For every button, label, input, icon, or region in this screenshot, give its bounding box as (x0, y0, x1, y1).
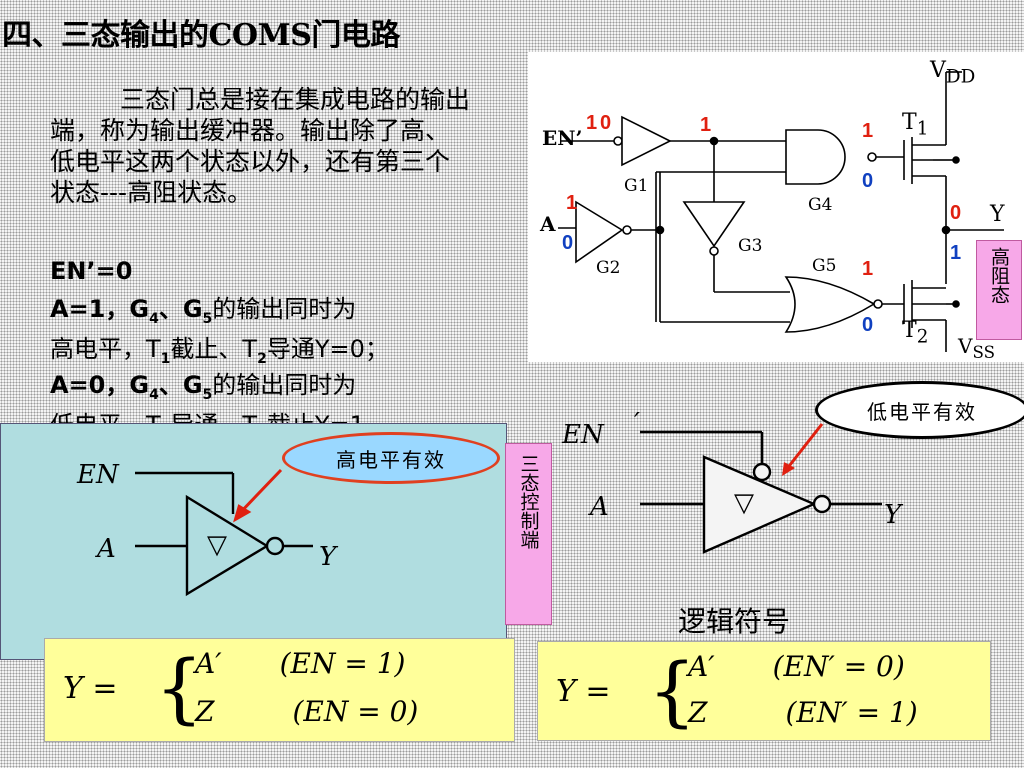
eq-right-row2-cond: (EN′ = 1) (785, 696, 918, 729)
eq-right-row1-val: A′ (688, 650, 715, 683)
active-low-tristate-symbol (640, 423, 882, 554)
case2-sub-1: 4 (149, 386, 159, 403)
bit-a-blue: 0 (562, 232, 574, 254)
bit-en-red: 1 (586, 112, 598, 134)
label-g4: G4 (808, 195, 833, 215)
high-impedance-callout: 高阻态 (976, 240, 1022, 340)
case1-text-2: 、G (158, 295, 203, 323)
eq-right-row2: Z (EN′ = 1) (688, 696, 918, 729)
label-vss-sub: SS (972, 343, 995, 362)
label-t1-sub: 1 (916, 118, 929, 140)
case1-text-1: A=1，G (50, 295, 150, 323)
right-en-label: EN (562, 420, 604, 450)
eq-right-row1-cond: (EN′ = 0) (772, 650, 905, 683)
eq-left-row1: A′ (EN = 1) (195, 647, 405, 680)
label-vss-text: V (958, 334, 973, 358)
en-condition: EN’=0 (50, 257, 133, 285)
equation-active-low: Y = { A′ (EN′ = 0) Z (EN′ = 1) (537, 641, 991, 741)
bit-g4-red: 1 (862, 120, 874, 142)
eq-right-row1: A′ (EN′ = 0) (688, 650, 905, 683)
bit-y-blue: 1 (950, 242, 962, 264)
case1-sub-2: 5 (202, 310, 213, 327)
label-t2: T2 (902, 318, 928, 347)
left-buffer-triangle-icon: ▽ (207, 530, 227, 560)
right-y-label: Y (884, 500, 902, 530)
label-vdd-text: V (930, 58, 946, 83)
label-t1-text: T (902, 110, 917, 135)
tristate-control-callout: 三态控制端 (505, 443, 552, 625)
bit-g4-blue: 0 (862, 170, 874, 192)
label-t2-text: T (902, 318, 917, 343)
case2-text-1: A=0，G (50, 371, 150, 399)
active-high-callout: 高电平有效 (282, 432, 500, 484)
intro-text: 三态门总是接在集成电路的输出端，称为输出缓冲器。输出除了高、低电平这两个状态以外… (50, 85, 471, 207)
circuit-wiring (558, 71, 1004, 352)
case2-sub-2: 5 (202, 386, 213, 403)
case-a-equals-1: A=1，G4、G5的输出同时为 高电平，T1截止、T2导通Y=0； (50, 294, 525, 374)
tristate-control-text: 三态控制端 (517, 454, 540, 549)
label-a-input: A (540, 212, 556, 236)
eq-left-brace: { (155, 643, 204, 732)
eq-left-row1-val: A′ (195, 647, 222, 680)
eq-left-row2: Z (EN = 0) (195, 695, 418, 728)
label-t1: T1 (902, 110, 928, 139)
right-buffer-triangle-icon: ▽ (734, 488, 754, 518)
left-a-label: A (97, 534, 116, 564)
eq-right-row2-val: Z (688, 696, 708, 729)
bit-y-red: 0 (950, 202, 962, 224)
case1-sub-4: 2 (257, 350, 267, 367)
case1-text-6: 导通Y=0； (266, 334, 389, 363)
bit-en-blue: 0 (600, 112, 612, 134)
left-y-label: Y (319, 542, 337, 572)
eq-right-brace: { (648, 646, 697, 735)
label-g1: G1 (624, 176, 649, 196)
page-title: 四、三态输出的COMS门电路 (2, 18, 400, 53)
case1-text-5: 截止、T (170, 334, 258, 363)
case1-sub-3: 1 (160, 350, 171, 367)
eq-left-row2-val: Z (195, 695, 215, 728)
equation-active-high: Y = { A′ (EN = 1) Z (EN = 0) (44, 638, 515, 742)
label-y-output: Y (990, 202, 1005, 227)
case1-text-4: 高电平，T (50, 334, 161, 363)
bit-g5-red: 1 (862, 258, 874, 280)
eq-left-y: Y = (63, 671, 118, 706)
bit-a-red: 1 (566, 192, 578, 214)
eq-left-row2-cond: (EN = 0) (292, 695, 419, 728)
intro-paragraph: 三态门总是接在集成电路的输出端，称为输出缓冲器。输出除了高、低电平这两个状态以外… (50, 84, 470, 208)
active-low-callout: 低电平有效 (815, 381, 1024, 439)
high-impedance-text: 高阻态 (988, 247, 1010, 304)
eq-left-row1-cond: (EN = 1) (279, 647, 406, 680)
label-g2: G2 (596, 258, 621, 278)
bit-g5-blue: 0 (862, 314, 874, 336)
label-t2-sub: 2 (916, 326, 929, 348)
eq-right-y: Y = (556, 674, 611, 709)
case1-text-3: 的输出同时为 (212, 295, 357, 323)
right-a-label: A (590, 492, 609, 522)
case1-sub-1: 4 (149, 310, 159, 327)
left-en-label: EN (77, 460, 119, 490)
label-vss: VSS (958, 334, 995, 362)
logic-symbol-caption: 逻辑符号 (678, 605, 791, 638)
label-vdd-sub: DD (945, 66, 976, 88)
right-en-prime: ′ (634, 408, 640, 438)
case2-text-2: 、G (158, 371, 203, 399)
label-en-input: EN’ (542, 126, 583, 150)
cmos-tristate-circuit-diagram: EN’ A G1 G2 G3 G4 G5 T1 T2 VDD VSS Y 1 0… (528, 52, 1024, 362)
label-g5: G5 (812, 256, 837, 276)
case2-text-3: 的输出同时为 (212, 371, 357, 399)
active-high-tristate-symbol (135, 468, 313, 597)
label-g3: G3 (738, 236, 763, 256)
label-vdd: VDD (930, 58, 975, 87)
bit-g1-out: 1 (700, 114, 712, 136)
